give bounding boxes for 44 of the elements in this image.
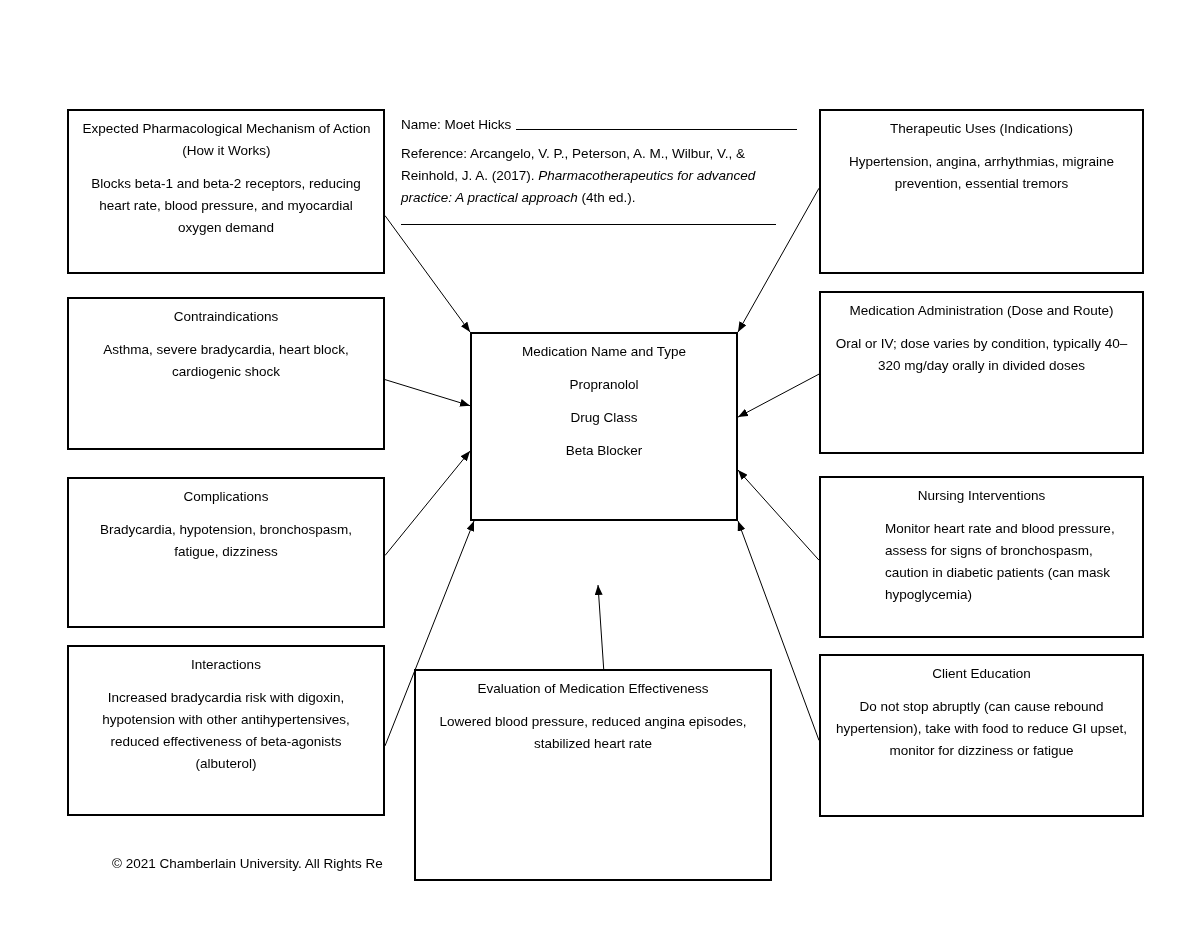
reference-text: Reference: Arcangelo, V. P., Peterson, A. M., Wilbur, V., & Reinhold, J. A. (2017). Pharmacotherapeutics for advanced practice: A practical approach (4th ed.). xyxy=(401,146,756,205)
topic-box xyxy=(67,297,385,450)
topic-heading: Nursing Interventions xyxy=(916,487,1047,505)
arrow xyxy=(737,469,820,561)
topic-heading: Therapeutic Uses (Indications) xyxy=(888,120,1075,138)
topic-text: Bradycardia, hypotension, bronchospasm, fatigue, dizziness xyxy=(98,521,354,561)
topic-box xyxy=(819,654,1144,817)
topic-heading: Complications xyxy=(182,488,270,506)
arrow xyxy=(737,520,820,741)
topic-text: Lowered blood pressure, reduced angina episodes, stabilized heart rate xyxy=(438,713,748,753)
arrow xyxy=(384,520,475,747)
topic-box xyxy=(819,109,1144,274)
topic-heading: Interactions xyxy=(190,656,262,674)
topic-box xyxy=(819,291,1144,454)
topic-text: Oral or IV; dose varies by condition, typically 40–320 mg/day orally in divided doses xyxy=(834,335,1129,375)
field-label: Medication Name and Type xyxy=(520,343,688,361)
topic-box xyxy=(414,669,772,881)
topic-box xyxy=(67,477,385,628)
name-label: Name: Moet Hicks xyxy=(401,117,512,132)
arrow xyxy=(737,187,820,333)
topic-text: Monitor heart rate and blood pressure, assess for signs of bronchospasm, caution in diabetic patients (can mask hypoglycemia) xyxy=(885,520,1116,604)
topic-text: Hypertension, angina, arrhythmias, migraine prevention, essential tremors xyxy=(848,153,1115,193)
field-label: Drug Class xyxy=(569,409,639,427)
topic-box xyxy=(819,476,1144,638)
topic-text: Do not stop abruptly (can cause rebound hypertension), take with food to reduce GI upset, monitor for dizziness or fatigue xyxy=(834,698,1129,760)
topic-text: Blocks beta-1 and beta-2 receptors, reducing heart rate, blood pressure, and myocardial oxygen demand xyxy=(90,175,362,237)
topic-heading: Contraindications xyxy=(172,308,280,326)
topic-text: Asthma, severe bradycardia, heart block, cardiogenic shock xyxy=(102,341,350,381)
topic-heading: Evaluation of Medication Effectiveness xyxy=(476,680,710,698)
copyright-notice: © 2021 Chamberlain University. All Rights Re xyxy=(112,856,383,871)
topic-heading: Client Education xyxy=(931,665,1032,683)
central-box xyxy=(470,332,738,521)
arrow xyxy=(384,450,471,556)
topic-text: Increased bradycardia risk with digoxin, hypotension with other antihypertensives, reduced effectiveness of beta-agonists (albuterol) xyxy=(101,689,351,773)
arrow xyxy=(737,373,820,418)
topic-box xyxy=(67,645,385,816)
arrow xyxy=(384,379,471,407)
drug-name: Propranolol xyxy=(568,376,640,394)
arrow xyxy=(594,584,605,670)
drug-class: Beta Blocker xyxy=(564,442,644,460)
arrow xyxy=(384,215,471,333)
topic-heading: Medication Administration (Dose and Route) xyxy=(848,302,1115,320)
topic-box xyxy=(67,109,385,274)
topic-heading: Expected Pharmacological Mechanism of Action (How it Works) xyxy=(81,120,372,160)
